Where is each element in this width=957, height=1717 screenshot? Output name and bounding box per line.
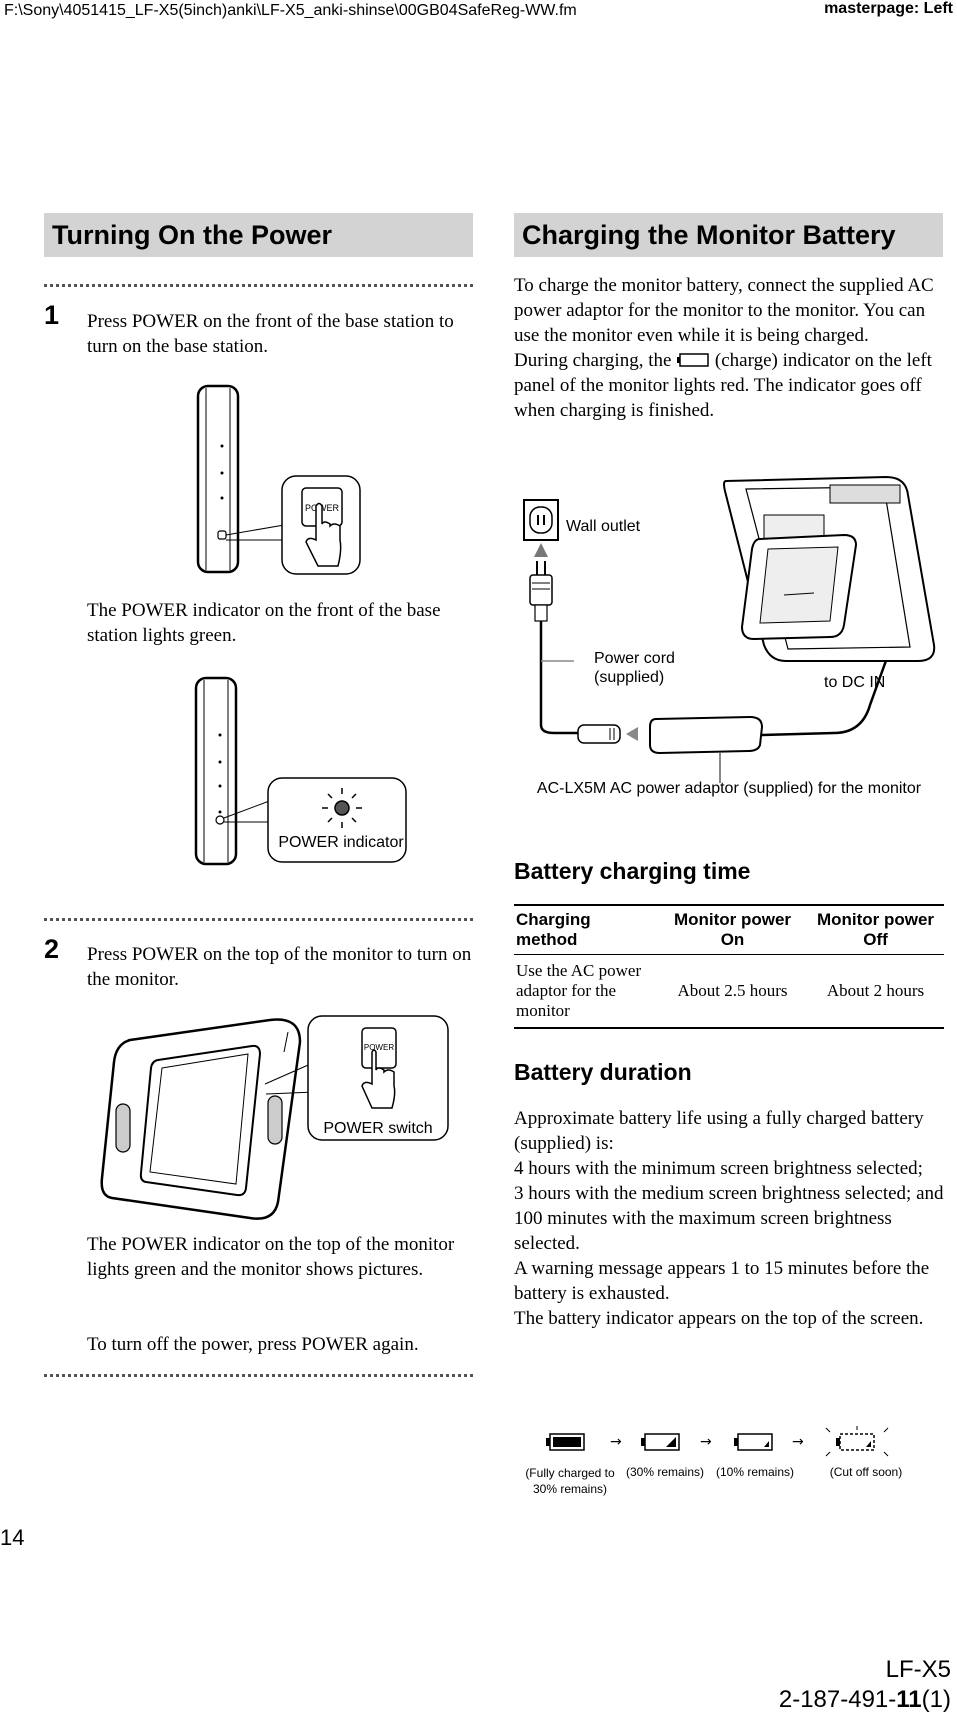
battery-label-cutoff: (Cut off soon)	[829, 1465, 903, 1479]
arrow-icon: →	[700, 1434, 712, 1450]
part-number-prefix: 2-187-491-	[778, 1686, 897, 1713]
charging-intro-p2: During charging, the (charge) indicator …	[514, 348, 946, 423]
charge-indicator-icon	[677, 353, 709, 367]
step-2-result: The POWER indicator on the top of the mo…	[87, 1234, 455, 1280]
power-cord-label-2: (supplied)	[594, 669, 664, 686]
wall-outlet-label: Wall outlet	[566, 518, 641, 535]
battery-cutoff-icon	[839, 1433, 875, 1451]
to-dc-in-label: to DC IN	[824, 674, 885, 691]
column-header: Monitor power On	[673, 910, 792, 949]
power-cord-label-1: Power cord	[594, 650, 675, 667]
masterpage-label: masterpage: Left	[824, 0, 953, 17]
part-number: 2-187-491-11(1)	[779, 1685, 951, 1715]
battery-10-icon	[737, 1433, 773, 1451]
section-title-turning-on: Turning On the Power	[44, 213, 473, 257]
model-code: LF-X5 2-187-491-11(1)	[779, 1655, 951, 1715]
power-button-label: POWER	[364, 1043, 394, 1052]
charging-time-heading: Battery charging time	[514, 858, 751, 884]
column-header: Charging method	[516, 910, 591, 949]
step-number-2: 2	[44, 934, 60, 964]
section-title-charging: Charging the Monitor Battery	[514, 213, 943, 257]
table-cell: About 2 hours	[826, 981, 925, 1000]
battery-label-10: (10% remains)	[715, 1465, 795, 1479]
dotted-divider	[44, 284, 473, 287]
model-name: LF-X5	[885, 1656, 951, 1683]
battery-label-30: (30% remains)	[625, 1465, 705, 1479]
battery-label-full: (Fully charged to 30% remains)	[525, 1466, 615, 1496]
part-number-suffix: (1)	[921, 1686, 951, 1713]
table-row: Use the AC power adaptor for the monitor…	[514, 955, 944, 1029]
file-path-header: F:\Sony\4051415_LF-X5(5inch)anki\LF-X5_a…	[4, 2, 577, 19]
duration-line: A warning message appears 1 to 15 minute…	[514, 1258, 930, 1304]
charging-intro-p1: To charge the monitor battery, connect t…	[514, 275, 934, 346]
duration-line: 100 minutes with the maximum screen brig…	[514, 1208, 892, 1254]
table-header-row: Charging method Monitor power On Monitor…	[514, 905, 944, 955]
duration-line: 3 hours with the medium screen brightnes…	[514, 1183, 944, 1204]
base-station-illustration: POWER	[196, 384, 361, 575]
duration-line: 4 hours with the minimum screen brightne…	[514, 1158, 923, 1179]
power-off-text: To turn off the power, press POWER again…	[87, 1334, 419, 1355]
charging-diagram: Wall outlet Power cord (supplied) to DC …	[523, 475, 936, 797]
step-1-text: Press POWER on the front of the base sta…	[87, 311, 454, 357]
power-indicator-callout: POWER indicator	[278, 834, 404, 851]
power-switch-callout: POWER switch	[323, 1120, 432, 1137]
table-cell: Use the AC power adaptor for the monitor	[516, 961, 642, 1020]
battery-duration-text: Approximate battery life using a fully c…	[514, 1106, 946, 1331]
step-1-result: The POWER indicator on the front of the …	[87, 600, 441, 646]
part-number-bold: 11	[896, 1686, 922, 1713]
charging-intro-rest: (charge) indicator on the left panel of …	[514, 350, 932, 421]
adaptor-label: AC-LX5M AC power adaptor (supplied) for …	[537, 780, 922, 797]
battery-duration-heading: Battery duration	[514, 1059, 692, 1085]
arrow-icon: →	[610, 1434, 622, 1450]
monitor-illustration: POWER POWER switch	[100, 1015, 449, 1220]
battery-indicator-sequence: → → →	[546, 1426, 889, 1457]
arrow-icon: →	[792, 1434, 804, 1450]
charging-intro: To charge the monitor battery, connect t…	[514, 273, 946, 423]
duration-line: Approximate battery life using a fully c…	[514, 1108, 924, 1154]
column-header: Monitor power Off	[816, 910, 935, 949]
step-2-text: Press POWER on the top of the monitor to…	[87, 944, 472, 990]
base-station-indicator-illustration: POWER indicator	[194, 676, 407, 866]
dotted-divider	[44, 918, 473, 921]
duration-line: The battery indicator appears on the top…	[514, 1308, 924, 1329]
charging-time-table: Charging method Monitor power On Monitor…	[514, 904, 944, 1029]
charging-intro-lead: During charging, the	[514, 350, 672, 371]
page-number: 14	[0, 1525, 25, 1550]
step-number-1: 1	[44, 300, 60, 330]
dotted-divider	[44, 1374, 473, 1377]
table-cell: About 2.5 hours	[677, 981, 788, 1000]
